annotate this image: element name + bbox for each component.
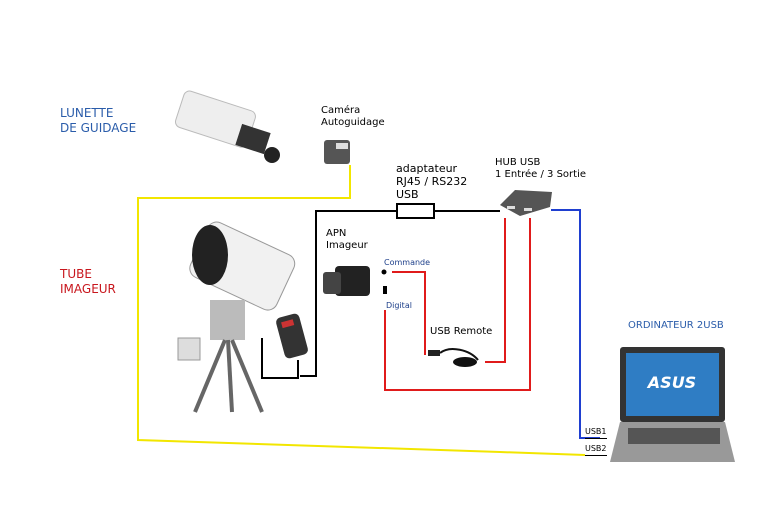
commande-port: [381, 269, 387, 275]
guide-camera-label-line2: Autoguidage: [321, 117, 385, 128]
guide-camera-label-line1: Caméra: [321, 105, 361, 116]
red-hub-remote-wire: [485, 218, 506, 363]
usb-remote-cable-image: [428, 348, 479, 367]
red-commande-wire: [392, 271, 426, 355]
usb2-port-label: USB2: [585, 443, 607, 456]
hub-label: HUB USB 1 Entrée / 3 Sortie: [495, 157, 586, 181]
hand-controller-image: [276, 313, 308, 359]
adapter-label: adaptateur RJ45 / RS232 USB: [396, 162, 467, 201]
usb1-port-label: USB1: [585, 426, 607, 439]
digital-port: [383, 286, 387, 294]
black-mount-wire: [261, 338, 299, 379]
blue-pc-wire: [551, 209, 600, 439]
yellow-guide-wire: [137, 165, 586, 456]
imaging-tube-title-line2: IMAGEUR: [60, 282, 116, 296]
guide-scope-image: [175, 90, 280, 163]
usb-hub-image: [500, 190, 552, 216]
guide-camera-label: Caméra Autoguidage: [321, 105, 385, 129]
dslr-label-line1: APN: [326, 228, 347, 239]
hub-label-line2: 1 Entrée / 3 Sortie: [495, 169, 587, 180]
guide-scope-title-line1: LUNETTE: [60, 106, 114, 120]
dslr-camera-image: [323, 266, 370, 296]
adapter-label-line3: USB: [396, 188, 419, 201]
computer-label: ORDINATEUR 2USB: [628, 320, 724, 331]
svg-text:ASUS: ASUS: [646, 373, 696, 392]
guide-camera-image: [324, 140, 350, 164]
commande-label: Commande: [384, 258, 431, 267]
guide-scope-title-line2: DE GUIDAGE: [60, 121, 137, 135]
imaging-tube-title: TUBE IMAGEUR: [60, 267, 116, 297]
adapter-label-line2: RJ45 / RS232: [396, 175, 468, 188]
digital-label: Digital: [386, 301, 412, 310]
adapter-box: [396, 203, 435, 219]
dslr-label: APN Imageur: [326, 228, 368, 252]
guide-scope-title: LUNETTE DE GUIDAGE: [60, 106, 136, 136]
red-digital-wire: [384, 218, 531, 391]
laptop-image: ASUS: [610, 347, 735, 462]
imaging-telescope-image: [177, 221, 296, 413]
adapter-label-line1: adaptateur: [396, 162, 458, 175]
usb-remote-label: USB Remote: [430, 326, 493, 337]
imaging-tube-title-line1: TUBE: [60, 267, 92, 281]
hub-label-line1: HUB USB: [495, 157, 541, 168]
dslr-label-line2: Imageur: [326, 240, 368, 251]
